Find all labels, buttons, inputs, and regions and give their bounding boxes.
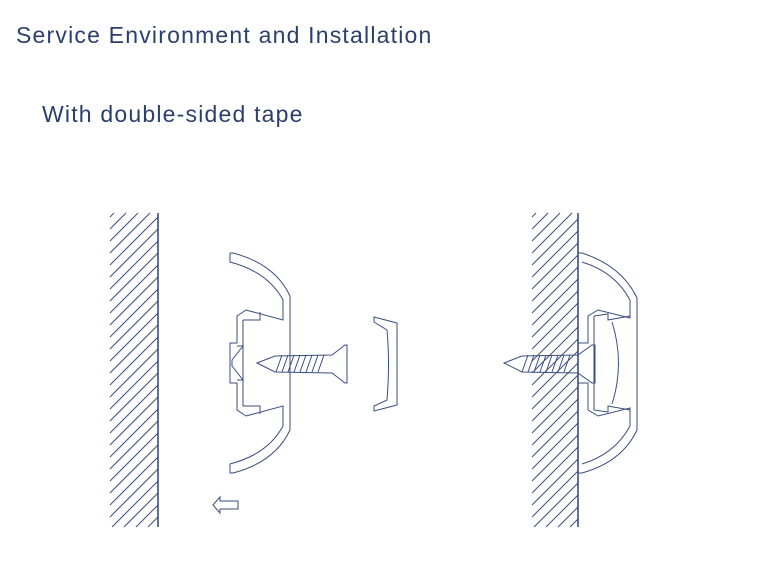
right-wall-icon (531, 212, 579, 528)
thread-line (299, 354, 307, 373)
hatch-line (531, 362, 579, 410)
hatch-line (109, 252, 159, 302)
hatch-line (531, 314, 579, 362)
thread-line (557, 354, 565, 373)
thread-line (527, 354, 535, 373)
hatch-line (111, 480, 159, 528)
hatch-line (531, 386, 579, 434)
thread-line (533, 354, 541, 373)
thread-line (545, 354, 553, 373)
hatch-line (531, 212, 537, 218)
hatch-line (109, 360, 159, 410)
hatch-line (569, 518, 579, 528)
installed-profile-icon (578, 252, 638, 474)
arrow-left-icon (212, 495, 239, 515)
thread-line (539, 354, 547, 373)
hatch-line (147, 516, 159, 528)
hatch-line (531, 212, 573, 254)
hatch-line (531, 212, 561, 242)
hatch-line (109, 384, 159, 434)
thread-line (521, 354, 529, 373)
hatch-line (531, 242, 579, 290)
thread-line (317, 354, 325, 373)
thread-line (563, 354, 571, 373)
hatch-line (531, 350, 579, 398)
hatch-line (531, 410, 579, 458)
hatch-line (109, 432, 159, 482)
hatch-line (109, 240, 159, 290)
hatch-line (531, 218, 579, 266)
hatch-line (109, 288, 159, 338)
thread-line (287, 354, 295, 373)
thread-line (281, 354, 289, 373)
hatch-line (109, 212, 127, 230)
hatch-line (531, 254, 579, 302)
hatch-line (109, 396, 159, 446)
hatch-line (531, 326, 579, 374)
hatch-line (109, 264, 159, 314)
cover-diffuser-icon (373, 316, 398, 412)
thread-line (293, 354, 301, 373)
hatch-line (531, 302, 579, 350)
hatch-line (109, 468, 159, 518)
hatch-line (109, 276, 159, 326)
hatch-line (531, 212, 549, 230)
hatch-line (531, 278, 579, 326)
hatch-line (531, 458, 579, 506)
hatch-line (531, 470, 579, 518)
hatch-line (531, 266, 579, 314)
hatch-line (109, 300, 159, 350)
hatch-line (109, 348, 159, 398)
hatch-line (109, 212, 139, 242)
screw-icon (255, 344, 348, 384)
hatch-line (109, 456, 159, 506)
hatch-line (109, 420, 159, 470)
hatch-line (109, 212, 151, 254)
hatch-line (109, 372, 159, 422)
hatch-line (135, 504, 159, 528)
hatch-line (109, 216, 159, 266)
thread-line (551, 354, 559, 373)
hatch-line (531, 374, 579, 422)
page-title: Service Environment and Installation (16, 22, 433, 48)
hatch-line (557, 506, 579, 528)
hatch-line (109, 408, 159, 458)
hatch-line (545, 494, 579, 528)
hatch-line (531, 434, 579, 482)
left-wall-icon (109, 212, 159, 528)
hatch-line (109, 324, 159, 374)
hatch-line (531, 230, 579, 278)
section-subtitle: With double-sided tape (42, 101, 304, 127)
hatch-line (109, 312, 159, 362)
hatch-line (531, 398, 579, 446)
thread-line (275, 354, 283, 373)
hatch-line (531, 290, 579, 338)
hatch-line (533, 482, 579, 528)
hatch-line (531, 446, 579, 494)
hatch-line (109, 444, 159, 494)
hatch-line (109, 212, 115, 218)
thread-line (311, 354, 319, 373)
hatch-line (109, 336, 159, 386)
hatch-line (531, 422, 579, 470)
thread-line (305, 354, 313, 373)
installed-screw-icon (502, 344, 596, 384)
profile-channel-icon (229, 252, 291, 474)
hatch-line (109, 228, 159, 278)
hatch-line (123, 492, 159, 528)
